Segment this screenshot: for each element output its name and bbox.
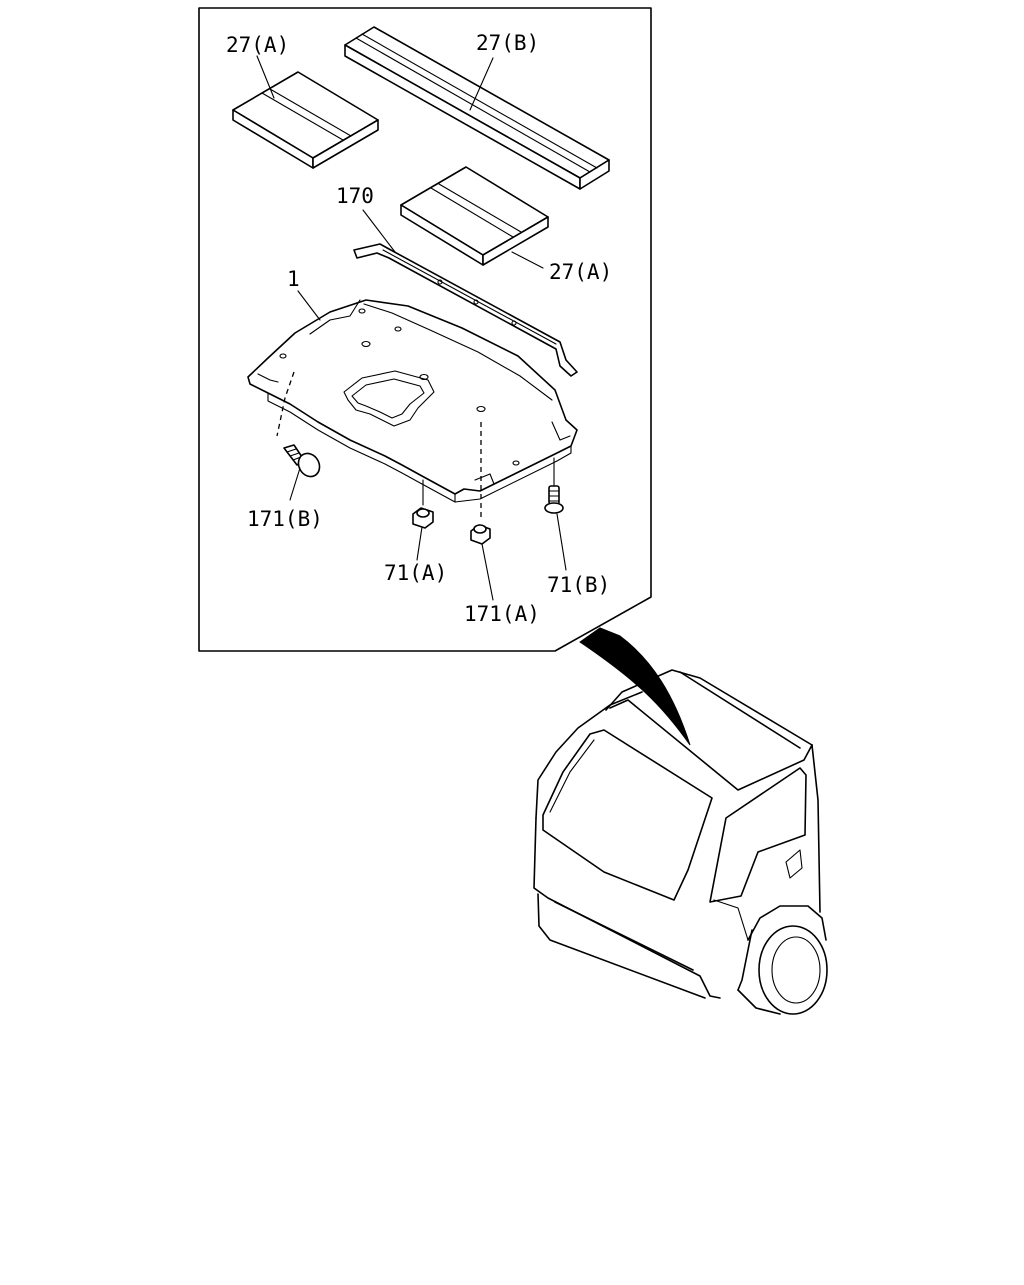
callout-pad-b: 27(B) (476, 31, 539, 55)
callout-pad-a-top: 27(A) (226, 33, 289, 57)
roof-lining-panel-1 (247, 299, 578, 503)
callout-labels: 27(A) 27(B) 170 27(A) 1 171(B) 71(A) 171… (226, 31, 612, 626)
callout-bracket: 170 (336, 184, 374, 208)
clip-171a (470, 524, 491, 545)
insulator-pad-27a-mid (400, 166, 549, 266)
callout-pad-a-mid: 27(A) (549, 260, 612, 284)
nut-71a (412, 507, 434, 529)
bolt-71b (544, 485, 564, 514)
callout-nut-a: 71(A) (384, 561, 447, 585)
callout-panel: 1 (287, 267, 300, 291)
push-clip-171b (283, 444, 321, 478)
trim-bracket-170 (353, 243, 578, 377)
pointer-arrow (579, 627, 691, 746)
callout-clip-b: 171(B) (247, 507, 323, 531)
truck-cab-illustration (533, 669, 828, 1015)
callout-bolt-b: 71(B) (547, 573, 610, 597)
detail-frame (198, 7, 652, 652)
leader-lines (256, 55, 567, 601)
guide-clip-b (276, 371, 295, 437)
callout-clip-a: 171(A) (464, 602, 540, 626)
insulator-pad-27b (344, 26, 610, 190)
insulator-pad-27a-top (232, 71, 379, 169)
